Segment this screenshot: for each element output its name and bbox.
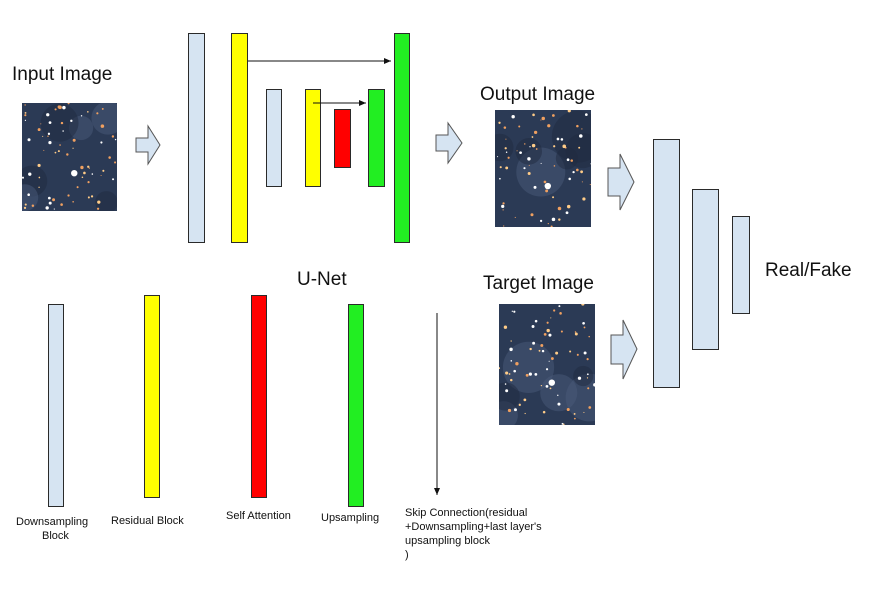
legend-downsampling-label-line2: Block [42,530,69,542]
legend-upsampling-block [348,304,364,507]
star-field-icon [499,304,595,425]
target-image [499,304,595,425]
legend-skip-connection-line2: +Downsampling+last layer's [405,521,542,533]
discriminator-block-1 [653,139,680,388]
target-image-label: Target Image [483,273,594,294]
legend-self-attention-label: Self Attention [226,510,291,522]
unet-downsampling-block-1 [188,33,205,243]
legend-downsampling-label-line1: Downsampling [16,516,89,528]
legend-residual-label: Residual Block [111,515,184,527]
legend-skip-connection-line1: Skip Connection(residual [405,507,528,519]
star-field-icon [495,110,591,227]
input-image-label: Input Image [12,64,113,85]
legend-skip-connection-line4: ) [405,549,409,561]
star-field-icon [22,103,117,211]
output-image-label: Output Image [480,84,596,105]
legend-residual-block [144,295,160,498]
legend-self-attention-block [251,295,267,498]
arrow-right-block-icon [610,319,638,380]
discriminator-block-3 [732,216,750,314]
unet-residual-block-1 [231,33,248,243]
arrow-right-block-icon [435,121,463,165]
arrow-right-block-icon [135,124,161,166]
legend-downsampling-block [48,304,64,507]
discriminator-block-2 [692,189,719,350]
unet-upsampling-block-1 [368,89,385,187]
legend-upsampling-label: Upsampling [321,512,380,524]
output-image [495,110,591,227]
unet-downsampling-block-2 [266,89,282,187]
arrow-right-block-icon [607,153,635,211]
real-fake-label: Real/Fake [765,260,852,281]
unet-label: U-Net [297,269,347,290]
legend-skip-connection-line3: upsampling block [405,535,490,547]
unet-residual-block-2 [305,89,321,187]
unet-self-attention-block [334,109,351,168]
unet-upsampling-block-2 [394,33,410,243]
input-image [22,103,117,211]
